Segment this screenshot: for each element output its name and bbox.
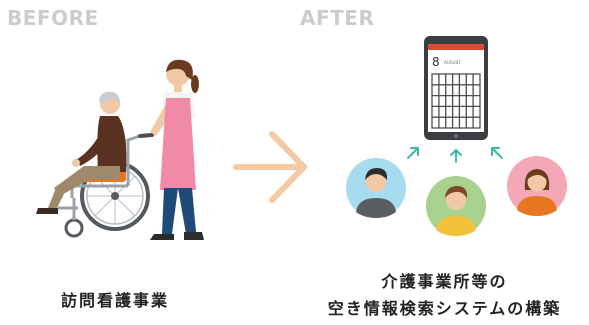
avatar-man	[346, 158, 406, 218]
after-heading: AFTER	[300, 6, 375, 30]
calendar-month: AUGUST	[444, 60, 461, 65]
after-caption-line2: 空き情報検索システムの構築	[327, 299, 562, 318]
before-heading: BEFORE	[7, 6, 99, 30]
upload-arrows	[407, 147, 503, 163]
before-caption: 訪問看護事業	[60, 291, 169, 310]
avatar-boy	[426, 176, 486, 236]
after-caption-line1: 介護事業所等の	[381, 272, 508, 291]
transition-arrow	[233, 131, 307, 203]
avatar-woman	[507, 156, 567, 216]
after-caption: 介護事業所等の 空き情報検索システムの構築	[300, 268, 589, 322]
smartphone-calendar: 8 AUGUST	[424, 36, 488, 140]
elderly-person-illustration	[36, 91, 127, 214]
nurse-illustration	[150, 59, 204, 240]
calendar-day: 8	[432, 55, 440, 69]
